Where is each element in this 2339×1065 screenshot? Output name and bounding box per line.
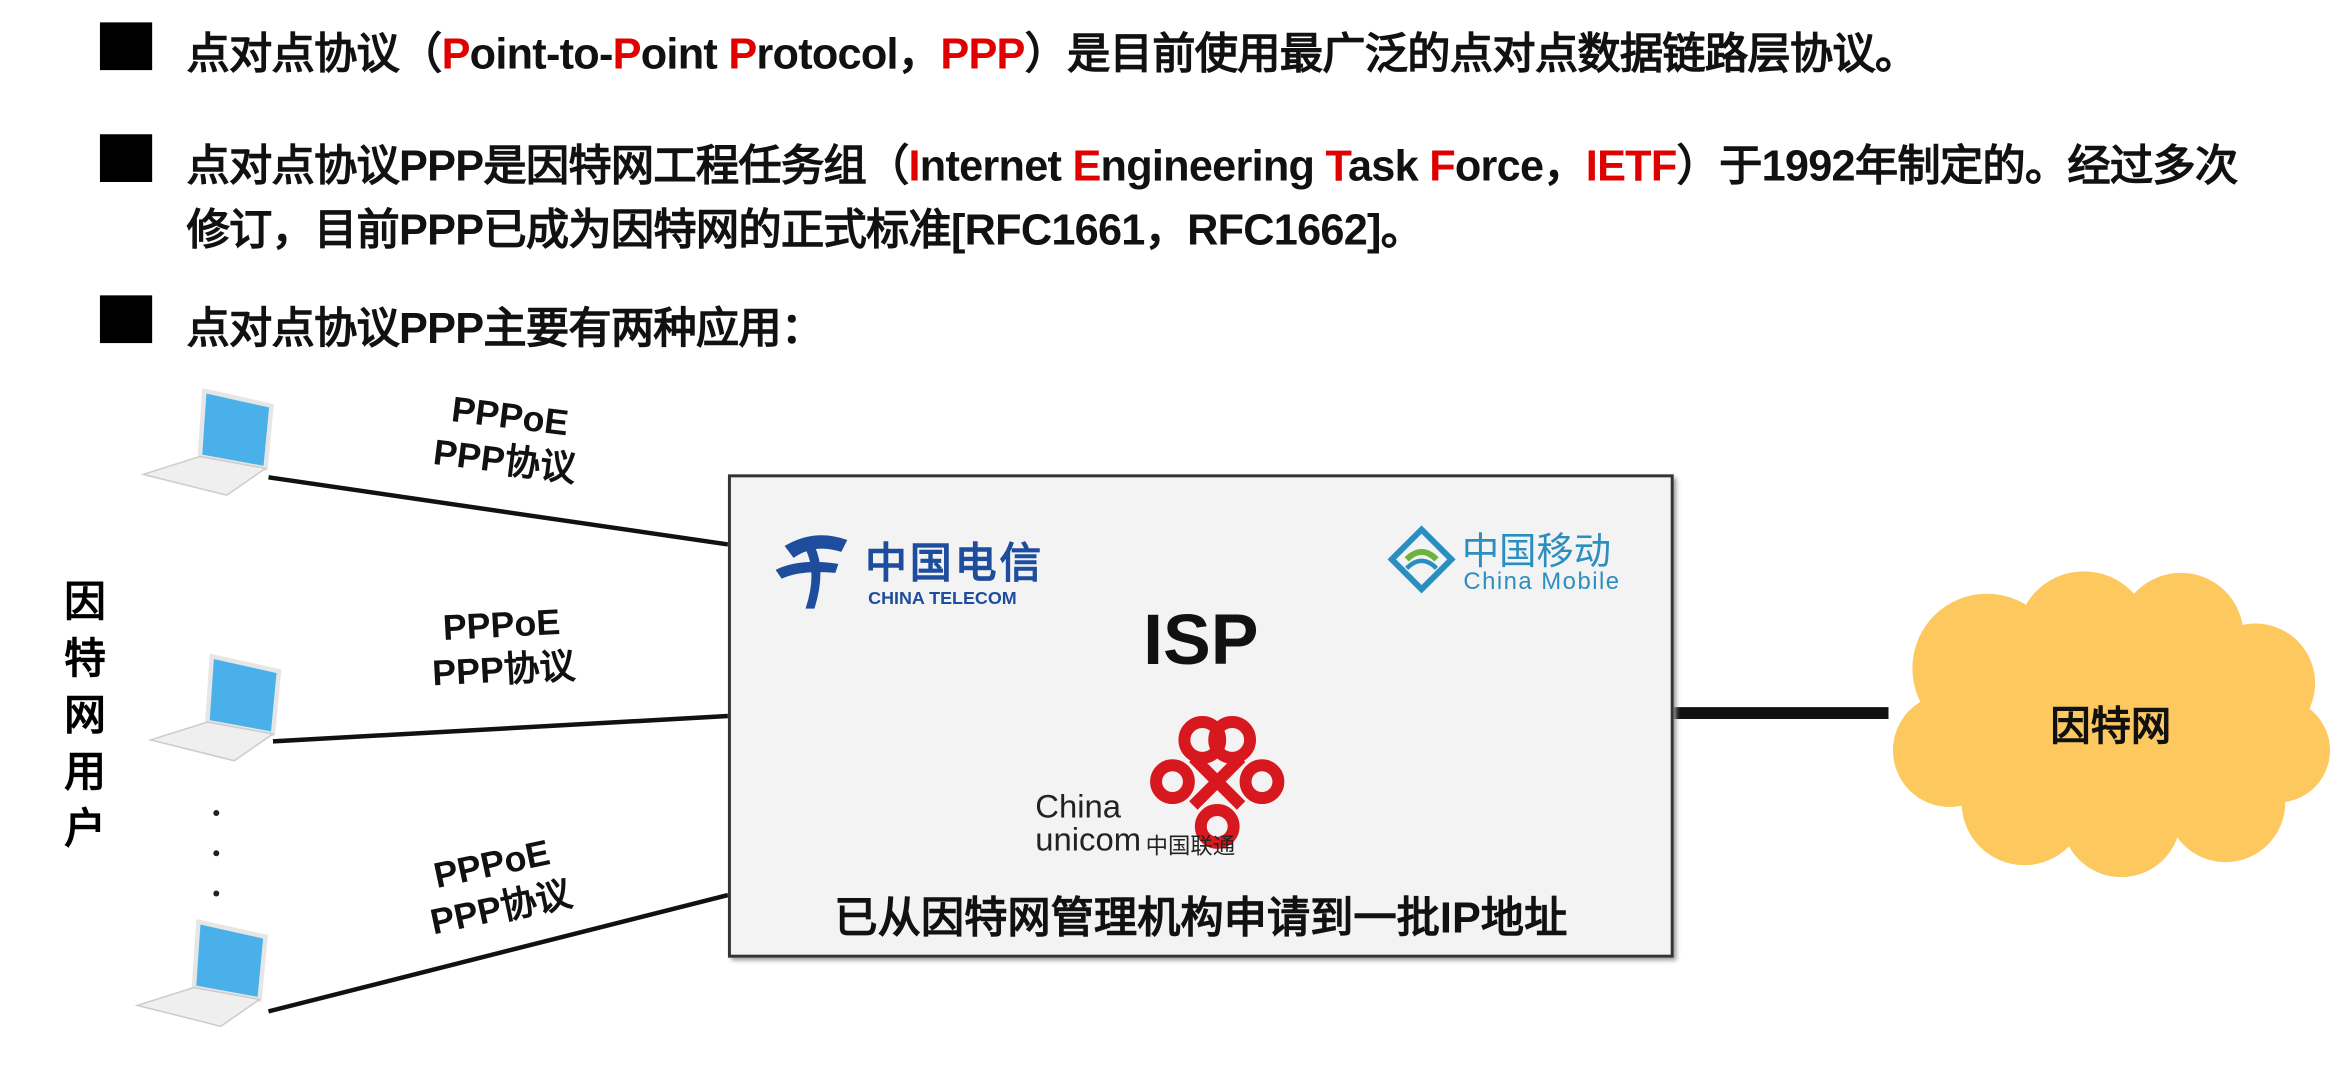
- internet-cloud-icon: [1892, 571, 2331, 878]
- text-segment: 修订，目前PPP已成为因特网的正式标准[RFC1661，RFC1662]。: [186, 207, 1424, 256]
- text-segment: orce，: [1454, 143, 1587, 191]
- link-line: [268, 475, 729, 547]
- link-label-2: PPPoE PPP协议: [404, 599, 602, 699]
- text-segment: 点对点协议PPP主要有两种应用：: [186, 305, 824, 354]
- text-segment: ask: [1347, 143, 1430, 191]
- china-unicom-name-en-2: unicom: [1035, 820, 1142, 858]
- text-segment: oint-to-: [469, 31, 614, 80]
- bullet-2-text-line-1: 点对点协议PPP是因特网工程任务组（Internet Engineering T…: [186, 131, 2239, 194]
- text-segment: 点对点协议（: [186, 31, 442, 80]
- users-label-char: 网: [64, 692, 106, 739]
- users-label-char: 特: [64, 635, 106, 682]
- text-segment: ）于1992年制定的。经过多次: [1676, 143, 2239, 191]
- laptop-icon: [134, 919, 268, 1028]
- link-line: [272, 713, 729, 744]
- china-telecom-name-cn: 中国电信: [865, 539, 1045, 587]
- isp-box: 中国电信 CHINA TELECOM 中国移动 China Mobile ISP…: [727, 474, 1674, 958]
- china-mobile-logo-icon: [1387, 525, 1456, 594]
- highlight-text: P: [728, 31, 757, 80]
- text-segment: oint: [640, 31, 729, 80]
- text-segment: ）是目前使用最广泛的点对点数据链路层协议。: [1024, 31, 1919, 80]
- ellipsis-dot: [213, 850, 220, 857]
- isp-title: ISP: [1143, 601, 1259, 681]
- bullet-3-text: 点对点协议PPP主要有两种应用：: [186, 294, 824, 357]
- highlight-text: E: [1072, 143, 1101, 191]
- laptop-icon: [140, 388, 274, 497]
- ellipsis-dot: [213, 890, 220, 897]
- china-unicom-name-en-1: China: [1035, 787, 1121, 825]
- highlight-text: IETF: [1585, 143, 1678, 191]
- china-mobile-name-en: China Mobile: [1463, 569, 1621, 596]
- highlight-text: I: [908, 143, 920, 191]
- china-mobile-name-cn: 中国移动: [1461, 531, 1612, 573]
- highlight-text: PPP: [940, 31, 1025, 80]
- bullet-2-text-line-2: 修订，目前PPP已成为因特网的正式标准[RFC1661，RFC1662]。: [186, 195, 1423, 258]
- highlight-text: F: [1429, 143, 1455, 191]
- highlight-text: T: [1325, 143, 1348, 191]
- text-segment: ngineering: [1100, 143, 1326, 191]
- highlight-text: P: [612, 31, 642, 80]
- bullet-marker: [99, 295, 153, 344]
- bullet-marker: [99, 22, 153, 71]
- text-segment: nternet: [919, 143, 1073, 191]
- internet-users-label: 因 特 网 用 户: [63, 574, 108, 857]
- text-segment: rotocol，: [756, 31, 941, 80]
- link-line: [267, 892, 729, 1014]
- internet-label: 因特网: [2050, 704, 2172, 749]
- users-label-char: 用: [64, 748, 106, 796]
- laptop-icon: [147, 653, 282, 762]
- users-label-char: 户: [64, 805, 106, 852]
- bullet-marker: [99, 134, 153, 182]
- users-label-char: 因: [64, 578, 106, 626]
- text-segment: 点对点协议PPP是因特网工程任务组（: [186, 143, 909, 191]
- china-unicom-logo-icon: [1150, 716, 1285, 849]
- china-unicom-name-cn: 中国联通: [1145, 833, 1236, 860]
- china-telecom-logo-icon: [775, 535, 848, 609]
- bullet-1-text: 点对点协议（Point-to-Point Protocol，PPP）是目前使用最…: [186, 19, 1919, 82]
- highlight-text: P: [441, 31, 471, 80]
- isp-caption: 已从因特网管理机构申请到一批IP地址: [834, 895, 1568, 943]
- china-telecom-name-en: CHINA TELECOM: [868, 587, 1017, 609]
- ellipsis-dot: [213, 809, 220, 816]
